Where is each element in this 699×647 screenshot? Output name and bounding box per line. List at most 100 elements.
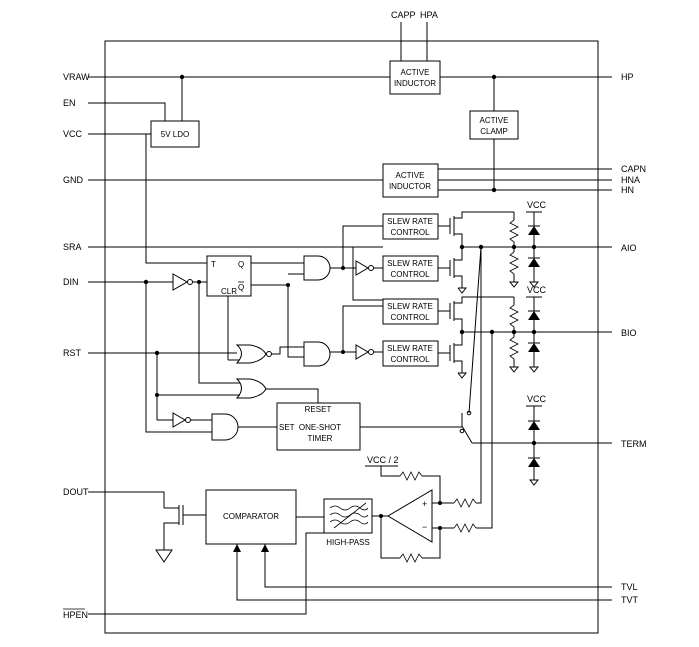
- comparator-label: COMPARATOR: [223, 512, 279, 521]
- en-wire: [88, 102, 166, 121]
- op-amp-plus: +: [422, 499, 427, 509]
- ff-qbar: Q: [238, 283, 244, 292]
- pin-hpa: HPA: [420, 10, 438, 20]
- inverter-a: [355, 260, 369, 276]
- op-amp: [387, 489, 433, 543]
- vcc-rail-term: VCC: [526, 394, 547, 486]
- active-inductor-mid-l1: ACTIVE: [396, 171, 425, 180]
- resistor-aio-top: [509, 212, 519, 247]
- vcc-rail-aio: VCC: [526, 200, 547, 288]
- active-inductor-mid-l2: INDUCTOR: [389, 182, 431, 191]
- transistor-4: [438, 332, 468, 379]
- vcc-half-wire: [380, 466, 400, 477]
- pin-term: TERM: [621, 439, 647, 449]
- slew4-l1: SLEW RATE: [387, 344, 433, 353]
- dout-transistor: [155, 505, 206, 563]
- tvt-arrow: [233, 544, 241, 552]
- switch-aio-link: [468, 246, 482, 414]
- slew3-l1: SLEW RATE: [387, 302, 433, 311]
- slew1-l1: SLEW RATE: [387, 217, 433, 226]
- pin-tvt: TVT: [621, 595, 639, 605]
- active-inductor-top: [389, 60, 441, 95]
- junction-plus: [438, 501, 442, 505]
- ff-q: Q: [238, 260, 244, 269]
- slew-rate-2: [382, 255, 439, 282]
- active-clamp-l1: ACTIVE: [480, 116, 509, 125]
- active-inductor-top-l2: INDUCTOR: [394, 79, 436, 88]
- pin-gnd: GND: [63, 175, 84, 185]
- feedback-wire: [380, 516, 400, 559]
- transistor-1: [438, 211, 514, 247]
- switch-contact-bottom: [459, 428, 465, 434]
- slew-rate-3: [382, 298, 439, 325]
- nor-bubble: [266, 351, 272, 357]
- din-inverter-bubble: [187, 279, 193, 285]
- active-inductor-mid: [382, 163, 439, 198]
- term-switch: [461, 413, 473, 444]
- slew-rate-1: [382, 213, 439, 240]
- hpen-wire: [88, 532, 324, 615]
- plus-in-res: [453, 498, 477, 508]
- highpass-label: HIGH-PASS: [326, 538, 369, 547]
- pin-sra: SRA: [63, 242, 82, 252]
- pin-rst: RST: [63, 348, 82, 358]
- din-inverter: [172, 273, 189, 291]
- hpf-wave-1: [329, 505, 369, 511]
- comparator: [205, 489, 297, 545]
- and1-to-slew1: [342, 225, 383, 268]
- vcc-half-to-plus: [422, 475, 441, 504]
- pin-en: EN: [63, 98, 76, 108]
- oneshot-reset: RESET: [305, 405, 332, 414]
- feedback-res: [399, 553, 423, 563]
- oneshot-l1: ONE-SHOT: [299, 423, 341, 432]
- ldo-out-wire: [145, 134, 207, 264]
- or-in1: [198, 282, 240, 384]
- pin-vcc: VCC: [63, 129, 83, 139]
- t-flip-flop: [206, 255, 252, 297]
- svg-text:VCC: VCC: [527, 394, 547, 404]
- vcc-rail-bio: VCC: [526, 285, 547, 373]
- active-clamp: [469, 110, 519, 140]
- dout-wire: [88, 491, 165, 508]
- transistor-3: [438, 296, 514, 332]
- svg-text:VCC: VCC: [527, 200, 547, 210]
- pin-hp: HP: [621, 72, 634, 82]
- junction-term: [531, 440, 537, 446]
- junction-minus: [438, 526, 442, 530]
- oneshot-set: SET: [279, 423, 295, 432]
- and-gate-set: [211, 413, 239, 441]
- pin-capn: CAPN: [621, 164, 646, 174]
- minus-in-res: [453, 523, 477, 533]
- hpf-wave-3: [329, 519, 369, 525]
- slew4-l2: CONTROL: [390, 355, 430, 364]
- inverter-b-bubble: [368, 349, 374, 355]
- junction-bio-1: [459, 329, 465, 335]
- ff-qbar-wire: [251, 284, 304, 358]
- resistor-bio-top: [509, 297, 519, 332]
- oneshot-l2: TIMER: [308, 434, 333, 443]
- slew2-l2: CONTROL: [390, 270, 430, 279]
- junction-or-in2: [155, 393, 159, 397]
- pin-dout: DOUT: [63, 487, 89, 497]
- nor-out: [271, 346, 304, 355]
- op-amp-minus: −: [422, 522, 427, 532]
- resistor-aio-bottom: [508, 247, 520, 288]
- ldo-5v: [150, 120, 200, 148]
- pin-aio: AIO: [621, 243, 637, 253]
- transistor-2: [438, 247, 468, 294]
- rst-to-nor2: [145, 282, 212, 433]
- pin-tvl: TVL: [621, 582, 638, 592]
- active-inductor-top-l1: ACTIVE: [401, 68, 430, 77]
- or-out: [266, 388, 319, 403]
- slew1-l2: CONTROL: [390, 228, 430, 237]
- resistor-bio-bottom: [508, 332, 520, 373]
- ldo-label: 5V LDO: [161, 130, 189, 139]
- feedback-to-minus: [422, 527, 441, 559]
- ff-clr: CLR: [221, 287, 237, 296]
- tvl-wire: [264, 544, 612, 588]
- ff-t: T: [211, 260, 216, 269]
- slew3-l2: CONTROL: [390, 313, 430, 322]
- hpf-slash: [333, 502, 367, 529]
- pin-capp: CAPP: [391, 10, 416, 20]
